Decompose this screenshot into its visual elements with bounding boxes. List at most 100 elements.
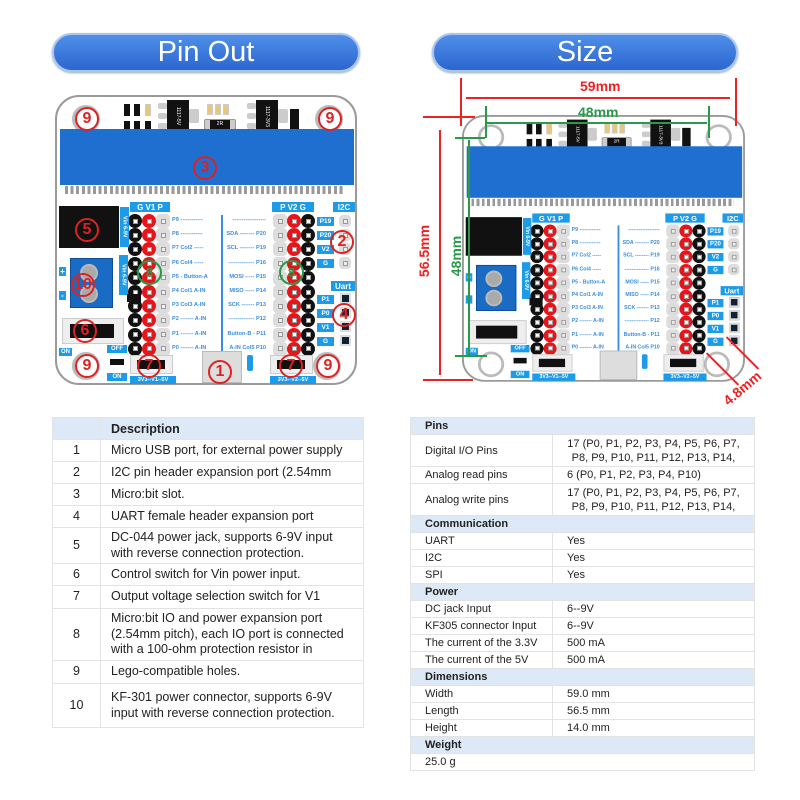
header-pin[interactable] [142,285,156,299]
header-pin[interactable] [128,327,142,342]
header-pin[interactable] [142,299,156,314]
signal-pin[interactable] [666,237,680,251]
micro-usb-port[interactable] [599,350,638,380]
header-pin[interactable] [543,224,557,238]
signal-pin[interactable] [156,341,170,356]
header-pin[interactable] [543,237,557,251]
header-pin[interactable] [142,214,156,228]
header-pin[interactable] [142,327,156,342]
header-pin[interactable] [301,341,315,356]
header-pin[interactable] [142,228,156,243]
signal-pin[interactable] [556,224,570,238]
header-pin[interactable] [543,250,557,264]
i2c-pin[interactable] [728,238,740,250]
signal-pin[interactable] [556,302,570,316]
signal-pin[interactable] [156,242,170,257]
signal-pin[interactable] [156,299,170,314]
i2c-pin[interactable] [339,257,351,269]
header-pin[interactable] [530,315,544,329]
header-pin[interactable] [692,315,706,329]
header-pin[interactable] [530,250,544,264]
signal-pin[interactable] [666,224,680,238]
signal-pin[interactable] [666,263,680,277]
i2c-pin[interactable] [728,264,740,276]
header-pin[interactable] [692,302,706,316]
header-pin[interactable] [530,328,544,342]
signal-pin[interactable] [556,237,570,251]
signal-pin[interactable] [556,342,570,355]
header-pin[interactable] [301,313,315,328]
header-pin[interactable] [287,313,301,328]
header-pin[interactable] [679,237,693,251]
signal-pin[interactable] [273,214,287,228]
header-pin[interactable] [679,276,693,290]
header-pin[interactable] [287,214,301,228]
header-pin[interactable] [301,299,315,314]
uart-socket[interactable] [729,297,740,308]
header-pin[interactable] [301,285,315,299]
header-pin[interactable] [530,342,544,355]
header-pin[interactable] [128,228,142,243]
header-pin[interactable] [679,315,693,329]
header-pin[interactable] [543,276,557,290]
header-pin[interactable] [287,242,301,257]
header-pin[interactable] [692,263,706,277]
header-pin[interactable] [692,342,706,355]
header-pin[interactable] [301,214,315,228]
i2c-pin[interactable] [339,215,351,227]
header-pin[interactable] [543,328,557,342]
header-pin[interactable] [128,341,142,356]
header-pin[interactable] [128,313,142,328]
uart-socket[interactable] [729,310,740,321]
signal-pin[interactable] [556,250,570,264]
header-pin[interactable] [530,237,544,251]
header-pin[interactable] [128,299,142,314]
header-pin[interactable] [287,341,301,356]
header-pin[interactable] [287,327,301,342]
signal-pin[interactable] [156,228,170,243]
header-pin[interactable] [679,263,693,277]
signal-pin[interactable] [666,289,680,303]
header-pin[interactable] [692,250,706,264]
header-pin[interactable] [679,250,693,264]
header-pin[interactable] [543,289,557,303]
header-pin[interactable] [692,328,706,342]
signal-pin[interactable] [666,250,680,264]
header-pin[interactable] [543,342,557,355]
header-pin[interactable] [679,302,693,316]
header-pin[interactable] [543,263,557,277]
header-pin[interactable] [679,328,693,342]
header-pin[interactable] [142,313,156,328]
dc-power-jack[interactable] [465,217,522,256]
header-pin[interactable] [679,224,693,238]
signal-pin[interactable] [273,228,287,243]
signal-pin[interactable] [273,327,287,342]
header-pin[interactable] [287,228,301,243]
header-pin[interactable] [301,270,315,285]
header-pin[interactable] [679,342,693,355]
uart-socket[interactable] [729,322,740,334]
header-pin[interactable] [543,302,557,316]
signal-pin[interactable] [273,341,287,356]
signal-pin[interactable] [556,315,570,329]
header-pin[interactable] [142,341,156,356]
uart-socket[interactable] [340,335,351,346]
header-pin[interactable] [692,276,706,290]
signal-pin[interactable] [556,289,570,303]
header-pin[interactable] [301,228,315,243]
signal-pin[interactable] [666,315,680,329]
header-pin[interactable] [142,242,156,257]
header-pin[interactable] [543,315,557,329]
signal-pin[interactable] [273,313,287,328]
signal-pin[interactable] [556,328,570,342]
signal-pin[interactable] [666,342,680,355]
signal-pin[interactable] [273,242,287,257]
signal-pin[interactable] [666,302,680,316]
signal-pin[interactable] [273,285,287,299]
signal-pin[interactable] [666,276,680,290]
i2c-pin[interactable] [728,251,740,263]
header-pin[interactable] [692,237,706,251]
header-pin[interactable] [128,242,142,257]
signal-pin[interactable] [666,328,680,342]
header-pin[interactable] [530,224,544,238]
